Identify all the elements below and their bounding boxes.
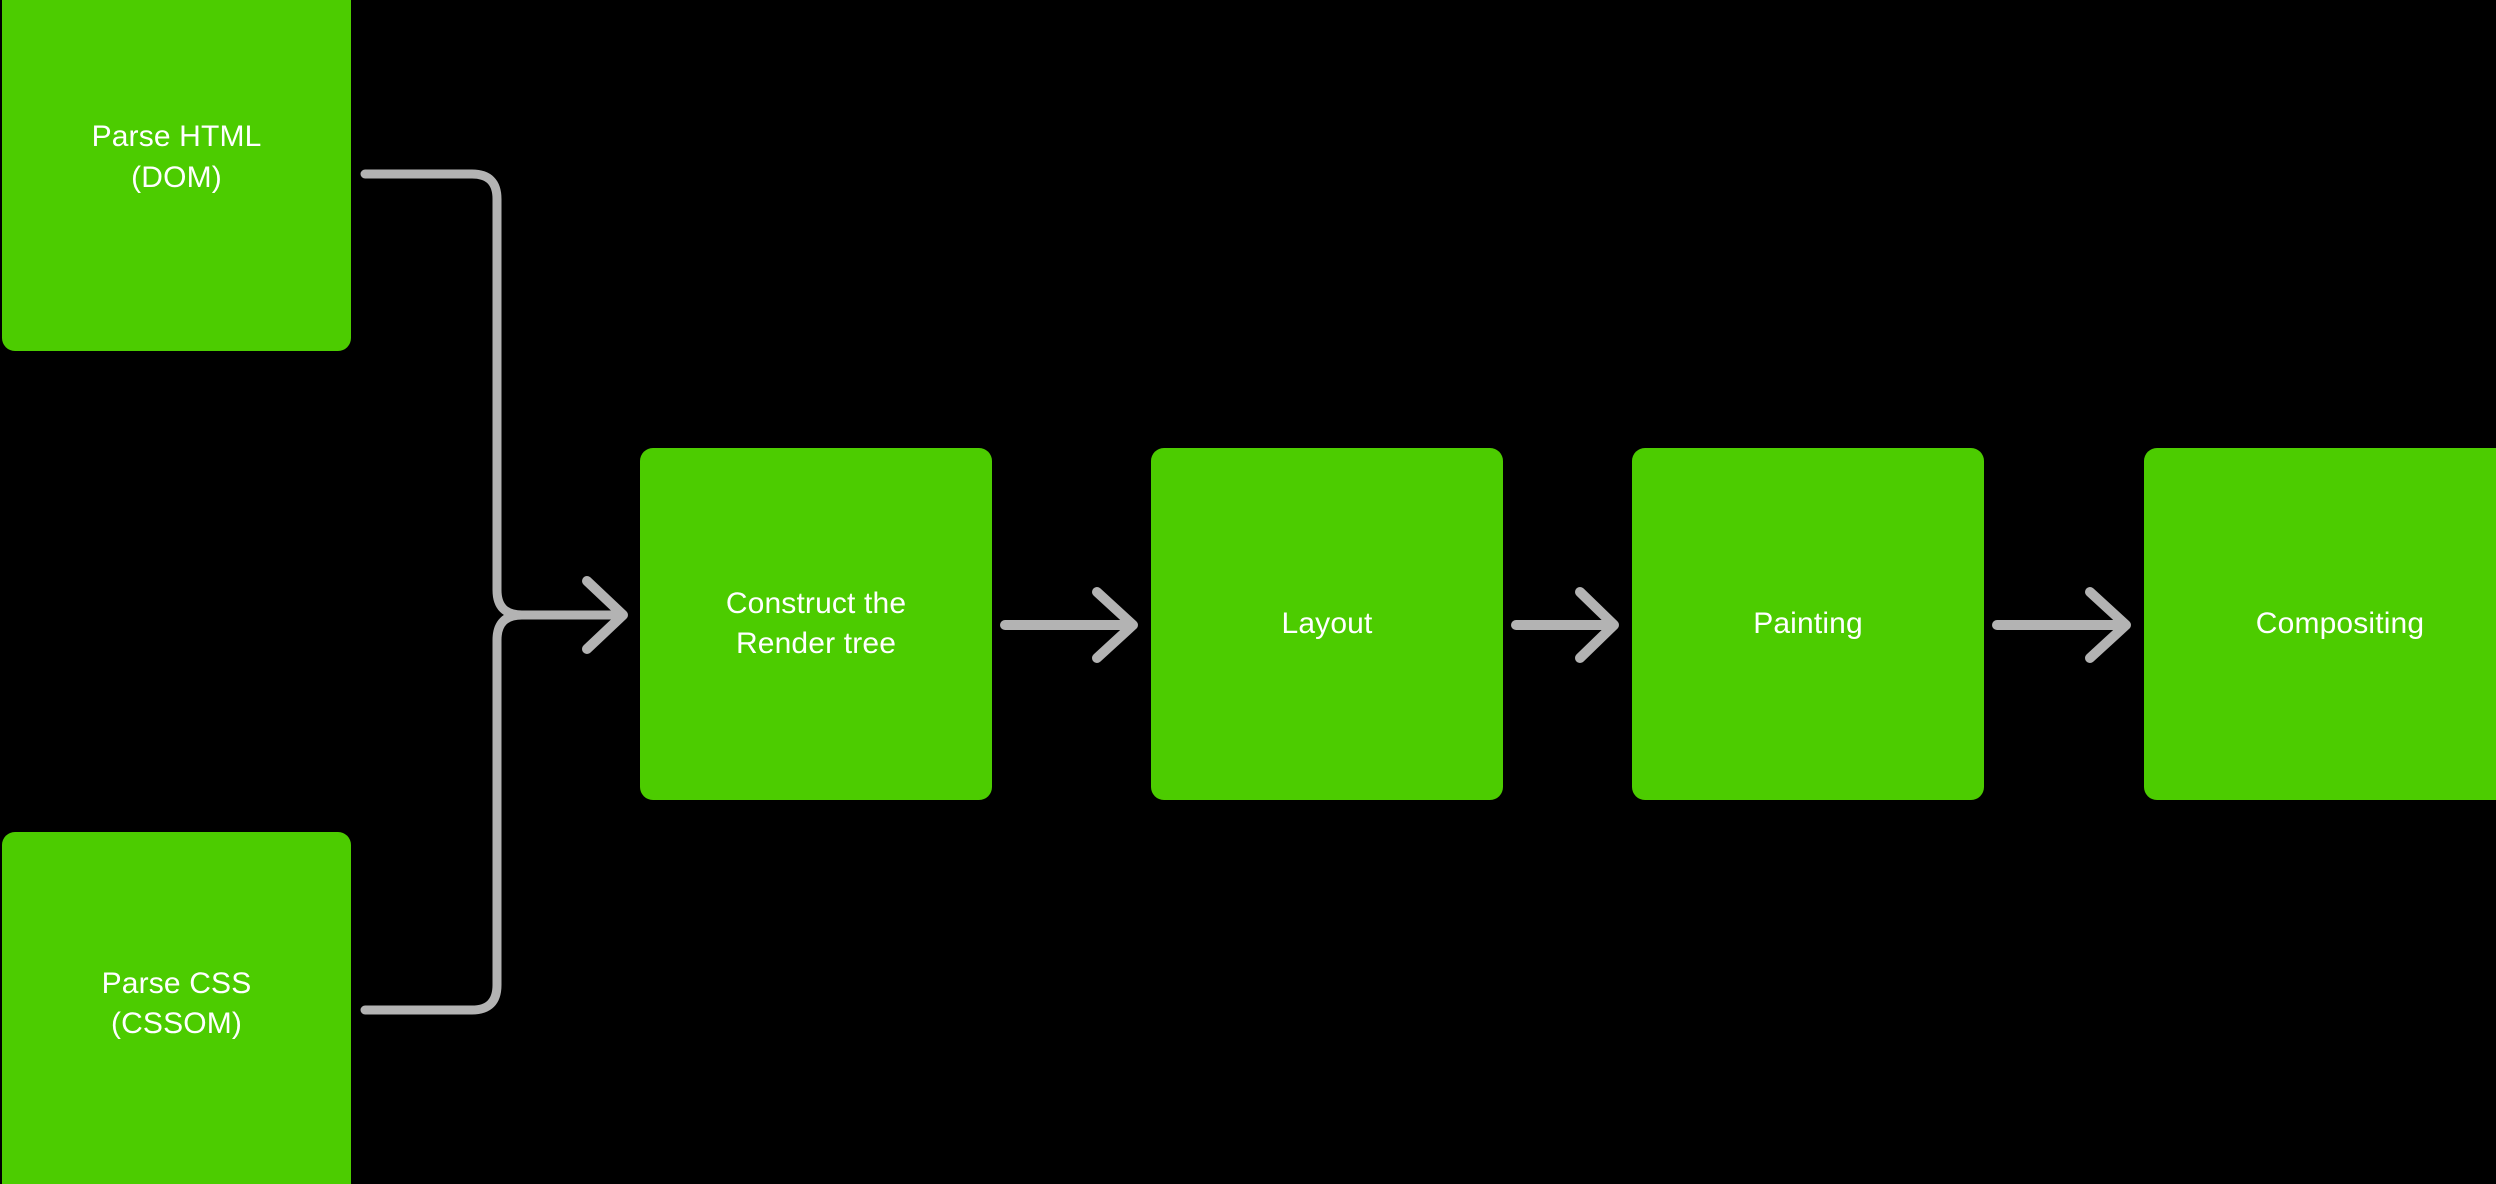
node-compositing[interactable]: Compositing <box>2144 448 2496 800</box>
node-layout-label: Layout <box>1281 606 1373 640</box>
edge-parse-html-to-render-tree <box>360 169 602 620</box>
edge-layout-to-painting <box>1511 587 1619 663</box>
node-construct-render-tree[interactable]: Construct the Render tree <box>640 448 992 800</box>
node-construct-render-tree-label: Construct the Render tree <box>725 586 907 660</box>
edge-parse-css-to-render-tree <box>360 610 602 1015</box>
node-parse-css[interactable]: Parse CSS (CSSOM) <box>2 832 351 1184</box>
node-compositing-label: Compositing <box>2255 606 2425 640</box>
node-painting[interactable]: Painting <box>1632 448 1984 800</box>
node-parse-css-label: Parse CSS (CSSOM) <box>101 967 252 1041</box>
edge-painting-to-compositing <box>1992 587 2131 663</box>
node-parse-html[interactable]: Parse HTML (DOM) <box>2 0 351 351</box>
edge-render-tree-to-layout <box>1000 587 1138 663</box>
node-layout[interactable]: Layout <box>1151 448 1503 800</box>
node-painting-label: Painting <box>1753 606 1863 640</box>
arrowhead-into-render-tree <box>517 576 628 654</box>
node-parse-html-label: Parse HTML (DOM) <box>91 120 262 194</box>
